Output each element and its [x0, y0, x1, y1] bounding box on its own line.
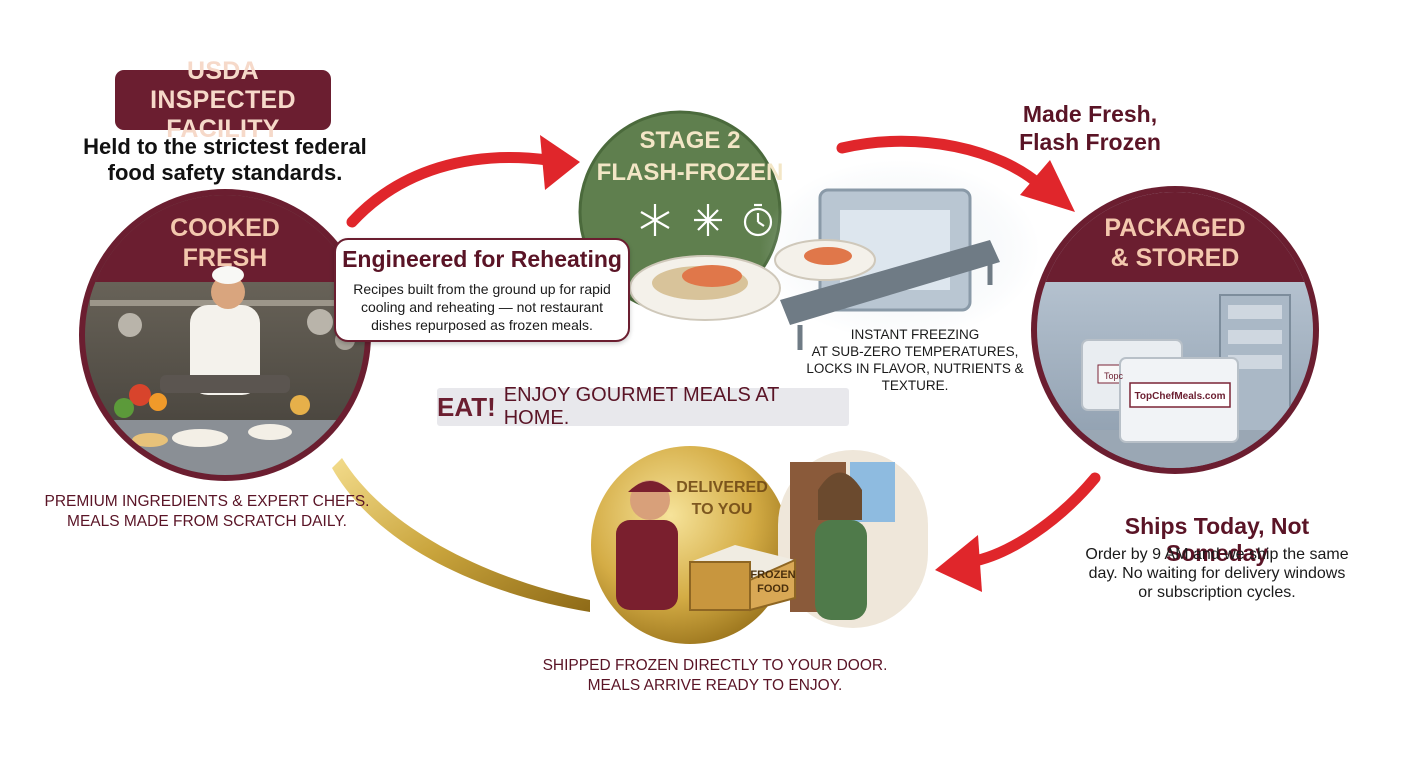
- arrow-head-3: [935, 535, 982, 592]
- freeze-caption-line1: INSTANT FREEZING: [850, 327, 980, 342]
- delivered-caption-line2: MEALS ARRIVE READY TO ENJOY.: [587, 677, 843, 694]
- eat-rest: ENJOY GOURMET MEALS AT HOME.: [503, 384, 779, 429]
- ships-title: Ships Today, Not Someday: [1124, 513, 1310, 566]
- package-label: TopChefMeals.com: [1135, 391, 1226, 402]
- usda-badge: USDA INSPECTED FACILITY: [115, 57, 331, 143]
- delivered-title-line1: DELIVERED: [676, 479, 768, 496]
- arrow-head-1: [540, 135, 580, 190]
- arrow-cooked-to-frozen: [346, 152, 554, 228]
- engineered-title: Engineered for Reheating: [342, 246, 622, 272]
- freeze-caption: INSTANT FREEZING AT SUB-ZERO TEMPERATURE…: [800, 326, 1030, 394]
- made-fresh-line1: Made Fresh,: [1022, 101, 1158, 127]
- delivered-title-line2: TO YOU: [692, 501, 753, 518]
- arrow-packaged-to-delivered: [964, 472, 1101, 568]
- cooked-title-line1: COOKED: [170, 214, 280, 242]
- engineered-body: Recipes built from the ground up for rap…: [353, 281, 611, 333]
- arrow-head-2: [1020, 160, 1075, 212]
- ships-body: Order by 9 AM and we ship the same day. …: [1085, 546, 1349, 601]
- frozen-title-line2: FLASH-FROZEN: [597, 159, 784, 186]
- delivery-box-front: [689, 561, 751, 611]
- engineered-callout: Engineered for Reheating Recipes built f…: [334, 238, 630, 342]
- gold-arc-delivered-to-cooked: [332, 458, 590, 612]
- cooked-caption-line2: MEALS MADE FROM SCRATCH DAILY.: [67, 513, 347, 530]
- box-label-line2: FOOD: [757, 583, 789, 595]
- cooked-caption-line1: PREMIUM INGREDIENTS & EXPERT CHEFS.: [44, 493, 370, 510]
- delivered-caption-line1: SHIPPED FROZEN DIRECTLY TO YOUR DOOR.: [542, 657, 888, 674]
- usda-subtitle: Held to the strictest federal food safet…: [83, 134, 367, 185]
- packaged-title-line1: PACKAGED: [1104, 214, 1245, 242]
- stage-packaged-stored: PACKAGED & STORED Topc TopChefMeals.com: [1031, 186, 1319, 474]
- frost-burst-icon: [694, 204, 722, 236]
- made-fresh-line2: Flash Frozen: [1019, 129, 1161, 155]
- freeze-caption-line3: LOCKS IN FLAVOR, NUTRIENTS & TEXTURE.: [806, 361, 1024, 393]
- box-label-line1: FROZEN: [750, 569, 795, 581]
- eat-banner: EAT! ENJOY GOURMET MEALS AT HOME.: [437, 384, 849, 429]
- cooked-title-line2: FRESH: [183, 244, 268, 272]
- frozen-title-line1: STAGE 2: [640, 127, 741, 154]
- snowflake-icon: [640, 204, 670, 236]
- stage-delivered: DELIVERED TO YOU FROZEN FOOD: [591, 446, 928, 644]
- eat-strong: EAT!: [437, 391, 496, 422]
- delivered-caption: SHIPPED FROZEN DIRECTLY TO YOUR DOOR. ME…: [530, 656, 900, 696]
- stage-flash-frozen: STAGE 2 FLASH-FROZEN: [578, 110, 1040, 350]
- stage-cooked-fresh: COOKED FRESH: [79, 189, 371, 481]
- conveyor-belt: [780, 240, 1000, 325]
- arrow-frozen-to-packaged: [836, 135, 1046, 191]
- package-label-partial: Topc: [1104, 371, 1124, 381]
- packaged-title-line2: & STORED: [1111, 244, 1240, 272]
- made-fresh-heading: Made Fresh, Flash Frozen: [1010, 100, 1170, 156]
- cooked-caption: PREMIUM INGREDIENTS & EXPERT CHEFS. MEAL…: [42, 492, 372, 532]
- freeze-caption-line2: AT SUB-ZERO TEMPERATURES,: [811, 344, 1019, 359]
